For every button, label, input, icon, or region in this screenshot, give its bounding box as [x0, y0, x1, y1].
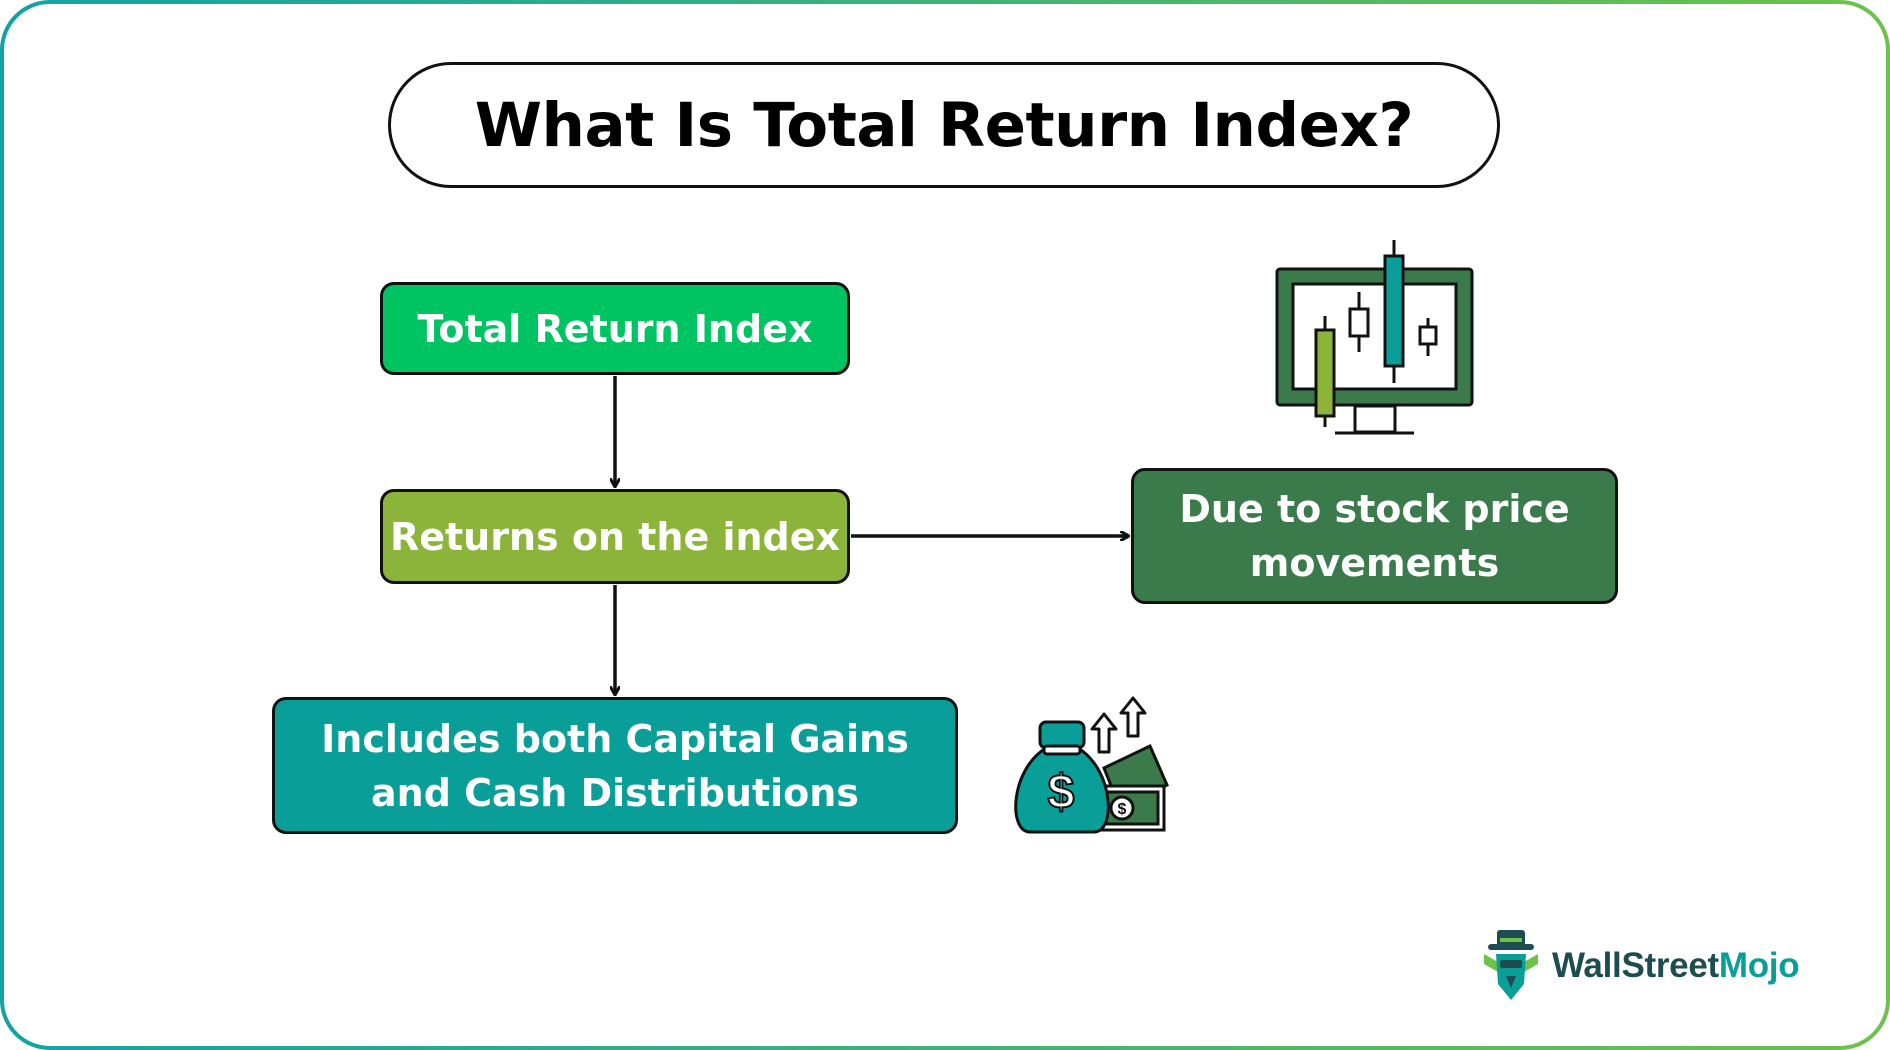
node-returns-on-index-label: Returns on the index — [389, 514, 841, 559]
logo-text-part2: Mojo — [1718, 946, 1800, 985]
node-returns-on-index: Returns on the index — [380, 489, 850, 584]
node-due-line-1: Due to stock price — [1179, 487, 1570, 531]
node-total-return-index-label: Total Return Index — [417, 306, 813, 351]
node-includes-line-2: and Cash Distributions — [371, 770, 859, 815]
mojo-mascot-icon — [1484, 930, 1538, 1000]
wallstreetmojo-logo: WallStreetMojo — [1480, 928, 1800, 1004]
logo-text-part1: WallStreet — [1552, 946, 1719, 985]
node-includes-line-1: Includes both Capital Gains — [321, 716, 909, 761]
node-due-to-price-movements: Due to stock price movements — [1131, 468, 1618, 604]
node-total-return-index: Total Return Index — [380, 282, 850, 375]
node-due-line-2: movements — [1249, 541, 1500, 585]
page-title: What Is Total Return Index? — [388, 62, 1500, 188]
node-includes-gains-distributions: Includes both Capital Gains and Cash Dis… — [272, 697, 958, 834]
